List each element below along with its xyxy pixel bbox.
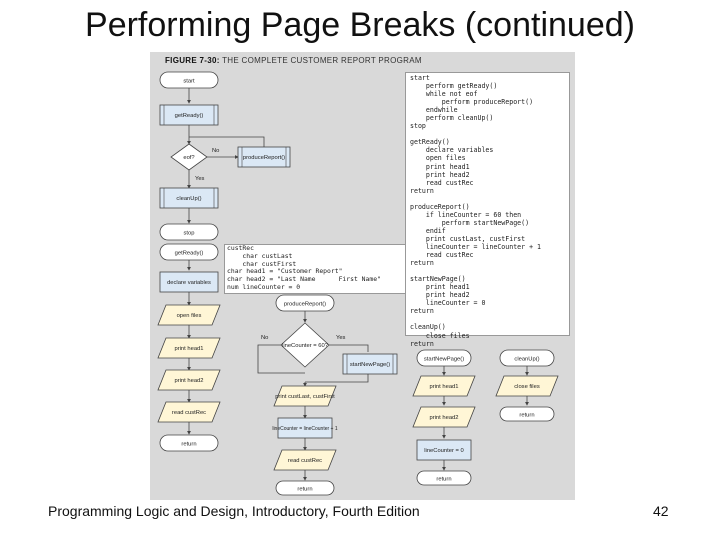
start-new-page-print-head2-label: print head2 [429, 415, 458, 421]
eof-decision [170, 143, 208, 171]
footer-book-title: Programming Logic and Design, Introducto… [48, 503, 420, 519]
get-ready-call-label: getReady() [175, 113, 204, 119]
figure-caption-text: THE COMPLETE CUSTOMER REPORT PROGRAM [222, 56, 422, 65]
declare-variables-box [159, 271, 219, 293]
start-new-page-module-label: startNewPage() [424, 357, 464, 363]
pseudocode-text: start perform getReady() while not eof p… [410, 74, 542, 348]
produce-report-terminal [275, 294, 335, 312]
clean-up-module-label: cleanUp() [514, 357, 539, 363]
declarations-text: custRec char custLast char custFirst cha… [227, 244, 381, 291]
get-ready-print-head2-io [157, 369, 221, 391]
clean-up-return-label: return [519, 413, 534, 419]
open-files-label: open files [177, 313, 202, 319]
reset-counter-label: lineCounter = 0 [424, 448, 463, 454]
line-counter-decision [280, 322, 330, 368]
produce-report-call-box [237, 146, 291, 168]
produce-report-call-label: produceReport() [243, 155, 285, 161]
line-counter-yes-label: Yes [336, 335, 346, 341]
get-ready-read-io [157, 401, 221, 423]
slide-title: Performing Page Breaks (continued) [85, 6, 635, 44]
line-counter-decision-label: lineCounter = 60? [282, 343, 329, 349]
get-ready-return-terminal [159, 434, 219, 452]
start-new-page-print-head2-io [412, 406, 476, 428]
stop-terminal [159, 223, 219, 241]
increment-counter-box [277, 417, 333, 439]
eof-decision-label: eof? [183, 155, 195, 161]
get-ready-module-label: getReady() [175, 251, 204, 257]
produce-report-read-io [273, 449, 337, 471]
start-new-page-return-terminal [416, 470, 472, 486]
start-new-page-print-head1-label: print head1 [429, 384, 458, 390]
open-files-io [157, 304, 221, 326]
clean-up-call-box [159, 187, 219, 209]
start-new-page-return-label: return [436, 477, 451, 483]
start-label: start [183, 79, 195, 85]
get-ready-read-label: read custRec [172, 410, 206, 416]
get-ready-print-head1-label: print head1 [174, 346, 203, 352]
line-counter-no-label: No [261, 335, 268, 341]
stop-label: stop [184, 231, 195, 237]
start-new-page-print-head1-io [412, 375, 476, 397]
get-ready-print-head1-io [157, 337, 221, 359]
get-ready-terminal [159, 243, 219, 261]
figure-label: FIGURE 7-30: [165, 56, 220, 65]
increment-counter-label: lineCounter = lineCounter + 1 [272, 426, 338, 432]
declare-variables-label: declare variables [167, 280, 211, 286]
start-new-page-terminal [416, 349, 472, 367]
produce-report-module-label: produceReport() [284, 302, 326, 308]
get-ready-print-head2-label: print head2 [174, 378, 203, 384]
produce-report-return-terminal [275, 480, 335, 496]
clean-up-terminal [499, 349, 555, 367]
clean-up-call-label: cleanUp() [176, 196, 201, 202]
close-files-label: close files [514, 384, 540, 390]
produce-report-read-label: read custRec [288, 458, 322, 464]
get-ready-return-label: return [181, 442, 196, 448]
print-cust-io [273, 385, 337, 407]
reset-counter-box [416, 439, 472, 461]
start-new-page-call-box [342, 353, 398, 375]
page-number: 42 [653, 503, 669, 519]
eof-yes-label: Yes [195, 176, 205, 182]
start-new-page-call-label: startNewPage() [350, 362, 390, 368]
print-cust-label: print custLast, custFirst [275, 394, 335, 400]
close-files-io [495, 375, 559, 397]
produce-report-return-label: return [297, 487, 312, 493]
pseudocode-panel [405, 72, 570, 336]
figure-caption: FIGURE 7-30: THE COMPLETE CUSTOMER REPOR… [165, 56, 422, 65]
clean-up-return-terminal [499, 406, 555, 422]
eof-no-label: No [212, 148, 219, 154]
declarations-panel [224, 244, 406, 294]
get-ready-call-box [159, 104, 219, 126]
start-terminal [159, 71, 219, 89]
